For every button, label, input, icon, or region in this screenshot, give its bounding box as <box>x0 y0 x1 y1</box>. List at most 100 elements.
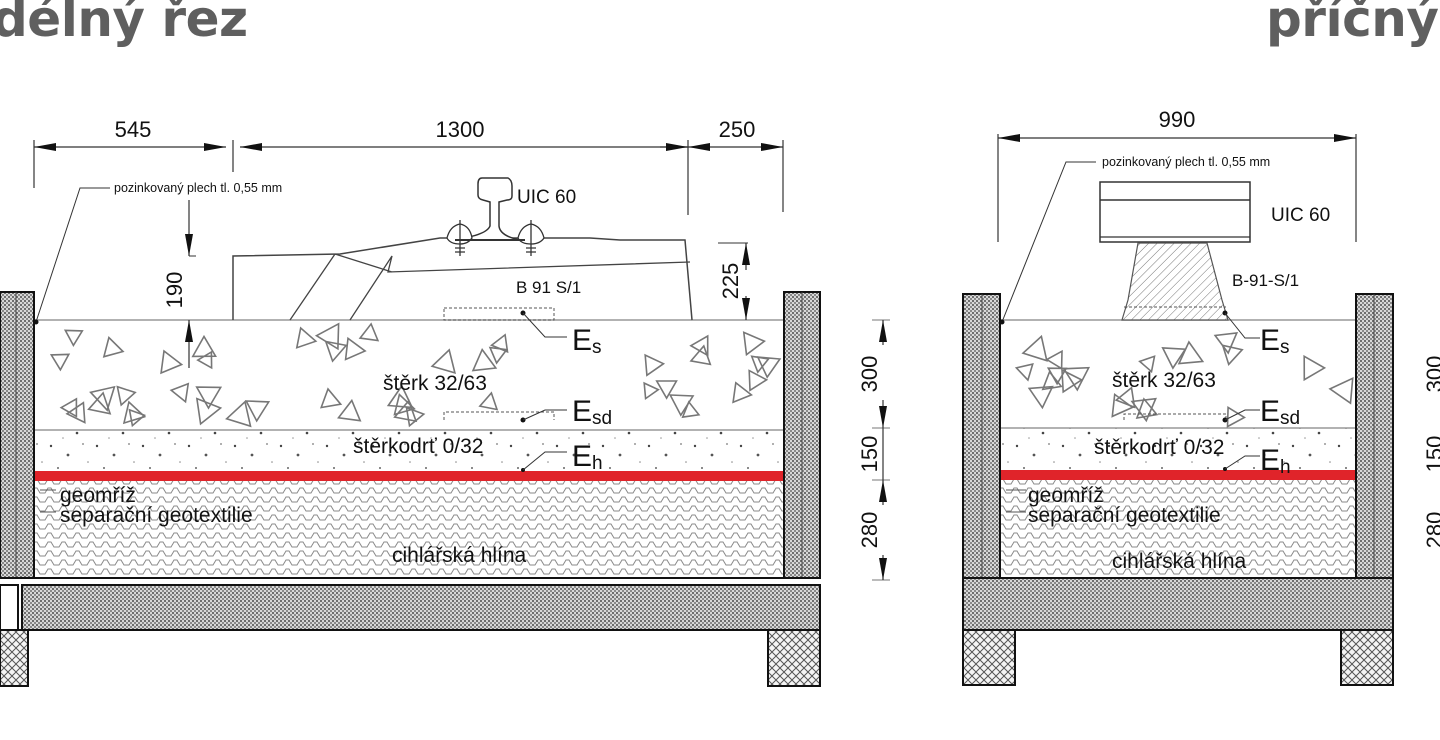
label-galvanized-sheet: pozinkovaný plech tl. 0,55 mm <box>114 181 282 195</box>
aggregate-triangle <box>295 326 318 349</box>
aggregate-triangle <box>742 331 766 357</box>
aggregate-triangle <box>644 353 666 377</box>
aggregate-triangle <box>386 384 414 409</box>
aggregate-triangle <box>195 386 223 410</box>
aggregate-triangle <box>160 349 184 375</box>
aggregate-triangle <box>1027 385 1054 410</box>
left-foot <box>0 629 29 687</box>
label-subgrade: cihlářská hlína <box>392 544 527 567</box>
aggregate-triangle <box>405 406 426 428</box>
aggregate-triangle <box>1061 368 1084 394</box>
subgrade-layer <box>34 480 784 577</box>
title-transverse-section: příčný <box>1266 0 1439 48</box>
dim-225: 225 <box>718 263 743 300</box>
aggregate-triangle <box>668 394 695 417</box>
sleeper-outline <box>232 237 693 321</box>
dim-300-transverse: 300 <box>1422 356 1440 393</box>
rail-block-transverse <box>1099 181 1251 243</box>
dim-1300: 1300 <box>436 117 485 142</box>
aggregate-triangle <box>1328 376 1354 405</box>
aggregate-triangle <box>1111 392 1135 418</box>
aggregate-triangle <box>87 391 112 415</box>
geogrid-red-line-transverse <box>1000 470 1356 480</box>
label-subgrade-transverse: cihlářská hlína <box>1112 550 1247 573</box>
aggregate-triangle <box>344 336 367 361</box>
label-modulus-eh: Eh <box>572 440 603 474</box>
aggregate-triangle <box>1177 340 1205 365</box>
aggregate-triangle <box>1014 363 1034 382</box>
dim-190: 190 <box>162 272 187 309</box>
label-galvanized-sheet-transverse: pozinkovaný plech tl. 0,55 mm <box>1102 155 1270 169</box>
transverse-section: 990 300 150 280 pozinkovaný plech tl. 0,… <box>962 107 1440 686</box>
dim-280-transverse: 280 <box>1422 512 1440 549</box>
aggregate-triangle <box>195 397 223 426</box>
aggregate-triangle <box>393 399 418 423</box>
label-ballast-transverse: štěrk 32/63 <box>1112 369 1216 392</box>
aggregate-triangle <box>358 322 380 342</box>
aggregate-triangle <box>102 336 125 358</box>
aggregate-triangle <box>314 322 340 351</box>
aggregate-triangle <box>655 380 678 400</box>
label-geogrid: geomříž <box>60 484 136 507</box>
aggregate-triangle <box>116 385 137 407</box>
sleeper-transverse <box>1121 242 1229 321</box>
aggregate-triangle <box>169 382 190 404</box>
aggregate-triangle <box>244 400 271 423</box>
aggregate-triangle <box>750 355 770 374</box>
base-slab-transverse <box>962 577 1394 631</box>
aggregate-triangle <box>128 408 147 428</box>
dim-250: 250 <box>719 117 756 142</box>
aggregate-triangle <box>63 329 84 348</box>
aggregate-triangle <box>471 348 498 372</box>
label-geotextile-transverse: separační geotextilie <box>1028 504 1221 527</box>
aggregate-triangle <box>1303 354 1327 382</box>
label-subballast-transverse: štěrkodrť 0/32 <box>1094 436 1224 459</box>
aggregate-triangle <box>1135 397 1159 420</box>
aggregate-triangle <box>1130 397 1157 423</box>
left-foot-transverse <box>962 629 1016 686</box>
dim-990: 990 <box>1159 107 1196 132</box>
aggregate-triangle <box>324 340 348 363</box>
rail-fastening-left <box>446 220 473 256</box>
label-rail-uic60-transverse: UIC 60 <box>1271 205 1330 226</box>
aggregate-triangle <box>89 385 116 412</box>
label-ballast: štěrk 32/63 <box>383 372 487 395</box>
aggregate-triangle <box>393 392 416 416</box>
label-modulus-es-transverse: Es <box>1260 324 1290 358</box>
label-geotextile: separační geotextilie <box>60 504 253 527</box>
aggregate-triangle <box>225 400 252 428</box>
aggregate-triangle <box>1114 386 1136 409</box>
label-subballast: štěrkodrť 0/32 <box>353 435 483 458</box>
right-foot-transverse <box>1340 629 1394 686</box>
aggregate-triangle <box>643 381 660 401</box>
ballast-aggregate-symbols-transverse <box>1014 331 1354 428</box>
subballast-layer <box>34 430 784 474</box>
aggregate-triangle <box>1045 349 1063 370</box>
base-slab <box>21 584 821 631</box>
aggregate-triangle <box>430 348 457 375</box>
ballast-layer <box>34 320 784 430</box>
aggregate-triangle <box>681 400 701 419</box>
aggregate-triangle <box>689 344 712 366</box>
dim-300: 300 <box>857 356 882 393</box>
aggregate-triangle <box>65 401 86 424</box>
label-rail-uic60: UIC 60 <box>517 187 576 208</box>
rail-fastening-right <box>517 220 545 256</box>
left-wall <box>0 291 35 579</box>
label-modulus-esd-transverse: Esd <box>1260 395 1300 429</box>
aggregate-triangle <box>1138 355 1156 374</box>
aggregate-triangle <box>732 381 753 404</box>
dim-280: 280 <box>857 512 882 549</box>
aggregate-triangle <box>319 387 343 409</box>
label-modulus-eh-transverse: Eh <box>1260 444 1291 478</box>
aggregate-triangle <box>478 391 499 411</box>
aggregate-triangle <box>490 333 509 354</box>
title-longitudinal-section: délný řez <box>0 0 248 48</box>
ballast-aggregate-symbols <box>49 322 782 428</box>
aggregate-triangle <box>1161 347 1187 370</box>
aggregate-triangle <box>1226 405 1246 428</box>
dim-150-transverse: 150 <box>1422 436 1440 473</box>
geogrid-red-line <box>34 471 784 481</box>
dim-150: 150 <box>857 436 882 473</box>
